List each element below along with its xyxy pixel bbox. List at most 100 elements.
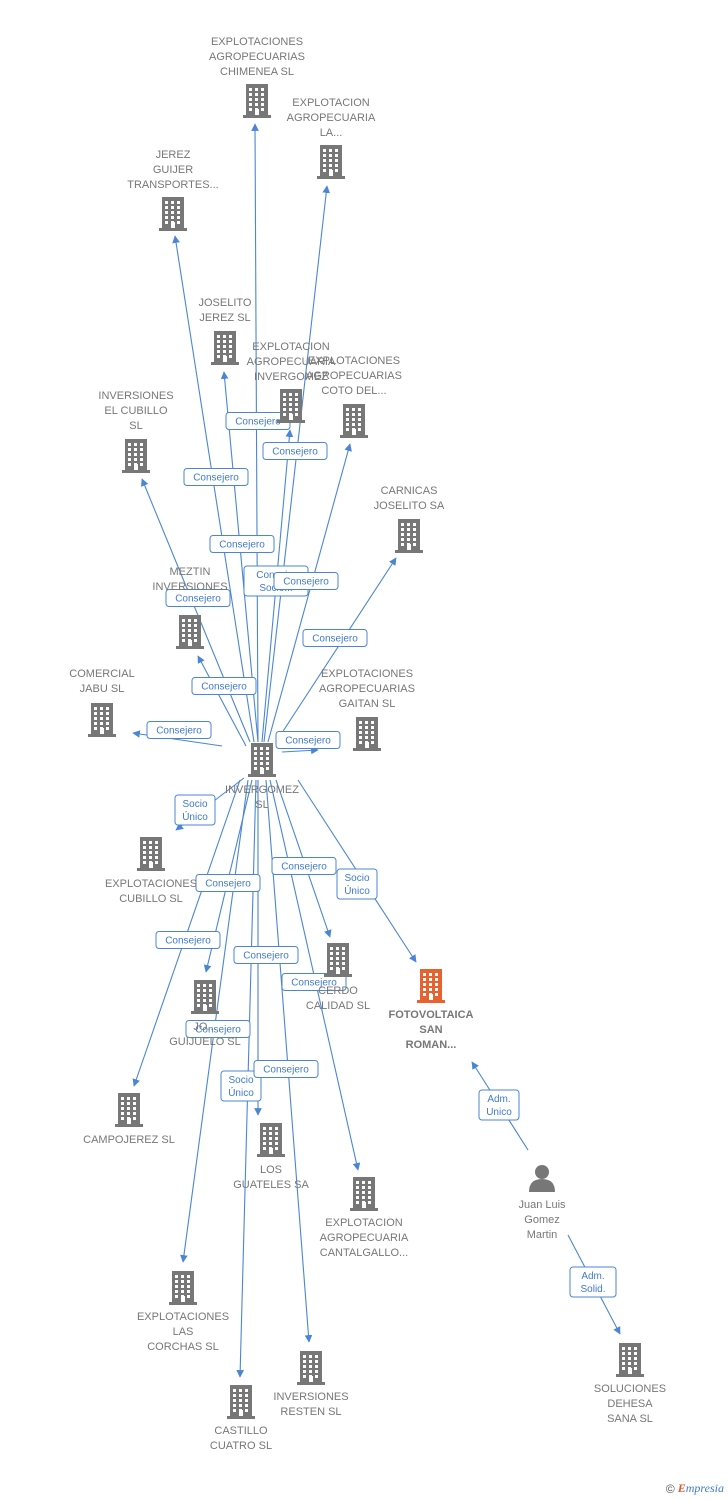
edge-label-text: Socio	[228, 1075, 253, 1086]
edge-label[interactable]: Consejero	[195, 874, 261, 892]
node-label-line: CALIDAD SL	[306, 1000, 370, 1012]
edge-labels-layer: ConsejeroConsejeroConsejeroConsejeroCons…	[146, 412, 617, 1298]
edge-label[interactable]: Consejero	[165, 589, 231, 607]
edge-label[interactable]: Consejero	[183, 468, 249, 486]
edge-label[interactable]: Consejero	[253, 1060, 319, 1078]
node-label-line: AGROPECUARIA	[320, 1232, 409, 1244]
edge-label[interactable]: Consejero	[155, 931, 221, 949]
edge-label-text: Socio	[182, 799, 207, 810]
node-label-line: CHIMENEA SL	[220, 66, 294, 78]
edge-label-text: Consejero	[281, 862, 327, 873]
node-label-line: TRANSPORTES...	[127, 179, 218, 191]
node-label-line: CASTILLO	[214, 1425, 268, 1437]
node-label-line: AGROPECUARIAS	[319, 683, 415, 695]
edge-label[interactable]: Consejero	[191, 677, 257, 695]
empresia-logo[interactable]: Empresia	[677, 1481, 724, 1495]
node-label-line: SL	[129, 420, 142, 432]
edge-label[interactable]: Consejero	[273, 572, 339, 590]
edge-label-text: Consejero	[263, 1065, 309, 1076]
node-label-line: EL CUBILLO	[104, 405, 168, 417]
edge-label[interactable]: Adm.Solid.	[569, 1266, 617, 1298]
building-icon	[395, 519, 423, 553]
node-label-line: Martin	[527, 1229, 558, 1241]
building-icon	[159, 197, 187, 231]
building-icon	[211, 331, 239, 365]
edge-label-text: Consejero	[285, 736, 331, 747]
edge-invergomez-to-chimenea	[251, 123, 259, 743]
node-fotovoltaica[interactable]: FOTOVOLTAICASANROMAN...	[389, 969, 474, 1051]
node-label-line: AGROPECUARIA	[287, 112, 376, 124]
edge-invergomez-to-meztin	[197, 655, 247, 747]
edge-label-text: Consejero	[283, 577, 329, 588]
node-label-line: SANA SL	[607, 1413, 653, 1425]
edge-label[interactable]: Consejero	[209, 535, 275, 553]
node-campojerez[interactable]: CAMPOJEREZ SL	[83, 1093, 175, 1146]
edge-label[interactable]: Adm.Unico	[478, 1089, 520, 1121]
node-label-line: GUATELES SA	[233, 1179, 309, 1191]
node-label-line: EXPLOTACION	[292, 97, 369, 109]
node-label-line: EXPLOTACION	[325, 1217, 402, 1229]
node-guateles[interactable]: LOS GUATELES SA	[233, 1123, 309, 1191]
edge-label-text: Consejero	[193, 473, 239, 484]
node-label-line: EXPLOTACIONES	[105, 878, 197, 890]
edge-label-text: Consejero	[272, 447, 318, 458]
edge-label[interactable]: Consejero	[271, 857, 337, 875]
edge-label[interactable]: Consejero	[275, 731, 341, 749]
edge-label-text: Único	[228, 1086, 254, 1099]
node-cubillo-inv[interactable]: INVERSIONES EL CUBILLO SL	[98, 390, 174, 473]
node-label-line: INVERSIONES	[152, 581, 227, 593]
edge-label[interactable]: Consejero	[233, 946, 299, 964]
node-la[interactable]: EXPLOTACIONAGROPECUARIALA...	[287, 97, 376, 179]
node-label-line: JO...	[193, 1021, 216, 1033]
node-label-line: CORCHAS SL	[147, 1341, 219, 1353]
edge-invergomez-to-coto	[267, 443, 352, 743]
node-label-line: GAITAN SL	[339, 698, 396, 710]
node-guijuelo[interactable]: JO...GUIJUELO SL	[169, 980, 241, 1048]
building-icon	[616, 1343, 644, 1377]
edge-label[interactable]: Consejero	[185, 1020, 251, 1038]
node-label-line: LOS	[260, 1164, 282, 1176]
node-cantalgallo[interactable]: EXPLOTACIONAGROPECUARIACANTALGALLO...	[320, 1177, 409, 1259]
building-icon	[297, 1351, 325, 1385]
edge-label[interactable]: Consejero	[146, 721, 212, 739]
building-icon	[115, 1093, 143, 1127]
node-label-line: MEZTIN	[170, 566, 211, 578]
building-icon	[191, 980, 219, 1014]
edge-invergomez-to-cubillo-inv	[141, 478, 251, 743]
node-label-line: INVERSIONES	[98, 390, 173, 402]
node-label-line: INVERSIONES	[273, 1391, 348, 1403]
footer-credit: © Empresia	[666, 1481, 724, 1496]
node-label-line: FOTOVOLTAICA	[389, 1009, 474, 1021]
node-label-line: CUBILLO SL	[119, 893, 183, 905]
node-meztin[interactable]: MEZTIN INVERSIONES	[152, 566, 228, 649]
edge-label[interactable]: Consejero	[281, 973, 347, 991]
node-jerez-guijer[interactable]: JEREZGUIJERTRANSPORTES...	[127, 149, 219, 231]
node-label-line: AGROPECUARIAS	[209, 51, 305, 63]
building-icon	[248, 743, 276, 777]
edge-label[interactable]: Consejero	[302, 629, 368, 647]
edge-label[interactable]: Consejero	[262, 442, 328, 460]
node-cubillo-sl[interactable]: EXPLOTACIONES CUBILLO SL	[105, 837, 197, 905]
node-label-line: RESTEN SL	[280, 1406, 341, 1418]
edge-label-text: Único	[182, 810, 208, 823]
node-resten[interactable]: INVERSIONES RESTEN SL	[273, 1351, 349, 1418]
building-icon	[122, 439, 150, 473]
